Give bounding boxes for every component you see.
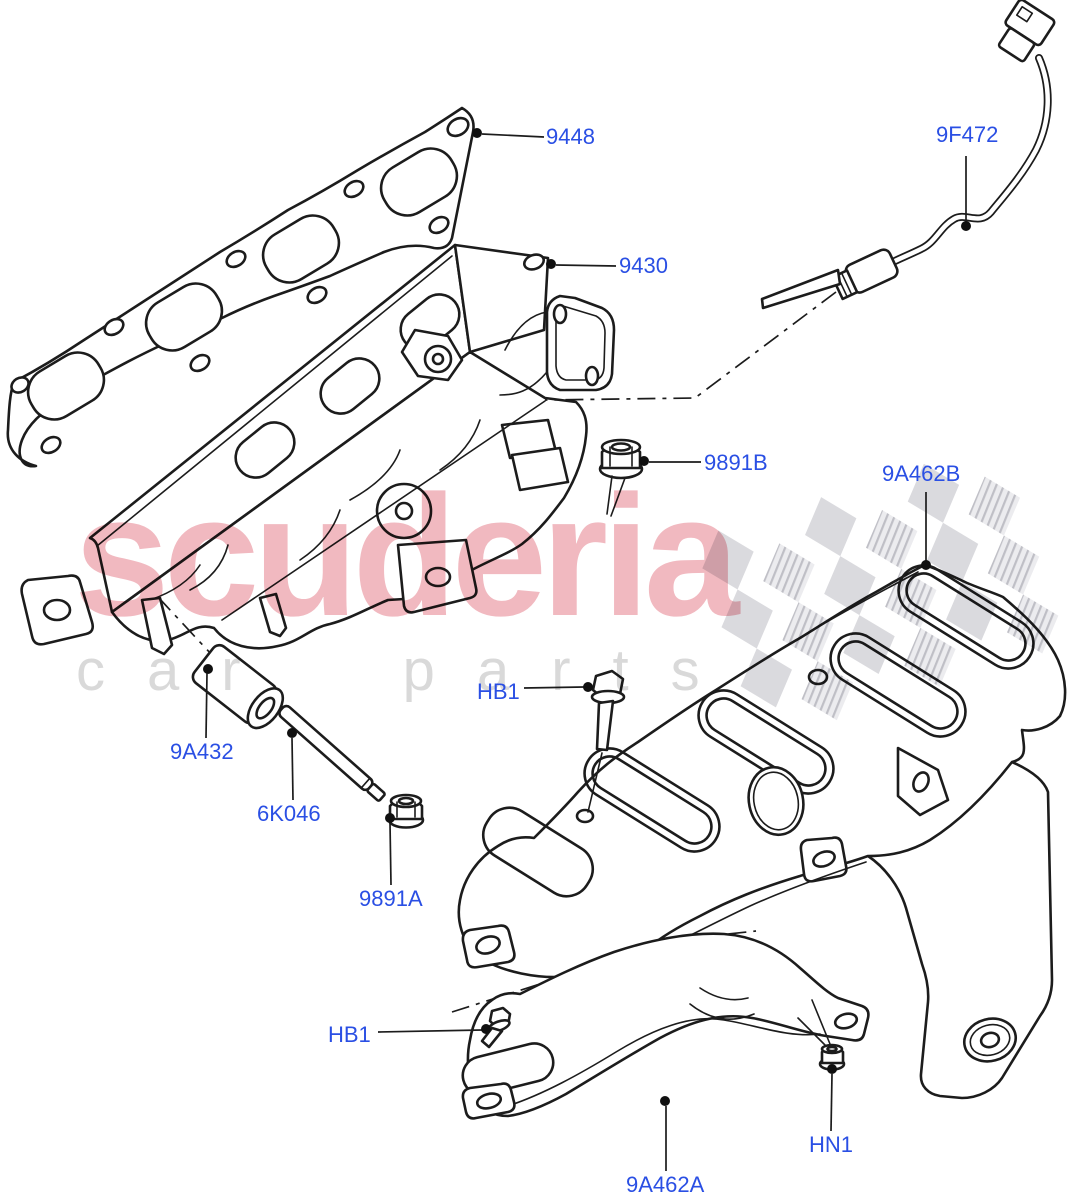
fasteners-drawing xyxy=(191,438,846,1071)
checkered-flag-icon xyxy=(702,463,1059,721)
exhaust-manifold-drawing xyxy=(20,243,616,656)
part-label-hb1-upper[interactable]: HB1 xyxy=(477,679,520,704)
egt-sensor-drawing xyxy=(760,0,1056,310)
part-label-9a432[interactable]: 9A432 xyxy=(170,739,234,764)
part-label-9430[interactable]: 9430 xyxy=(619,253,668,278)
part-label-9a462a[interactable]: 9A462A xyxy=(626,1172,705,1197)
heat-shield-lower-drawing xyxy=(461,932,870,1120)
part-label-hn1[interactable]: HN1 xyxy=(809,1132,854,1157)
part-label-9f472[interactable]: 9F472 xyxy=(936,122,999,147)
part-label-9891b[interactable]: 9891B xyxy=(704,450,768,475)
watermark-subtext: car parts xyxy=(76,638,742,703)
gasket-drawing xyxy=(6,106,475,468)
part-label-6k046[interactable]: 6K046 xyxy=(257,801,321,826)
leader-lines xyxy=(203,128,971,1171)
part-label-9891a[interactable]: 9891A xyxy=(359,886,423,911)
part-label-9448[interactable]: 9448 xyxy=(546,124,595,149)
part-label-hb1-lower[interactable]: HB1 xyxy=(328,1022,371,1047)
watermark-text: scuderia xyxy=(74,460,739,652)
part-label-9a462b[interactable]: 9A462B xyxy=(882,461,961,486)
